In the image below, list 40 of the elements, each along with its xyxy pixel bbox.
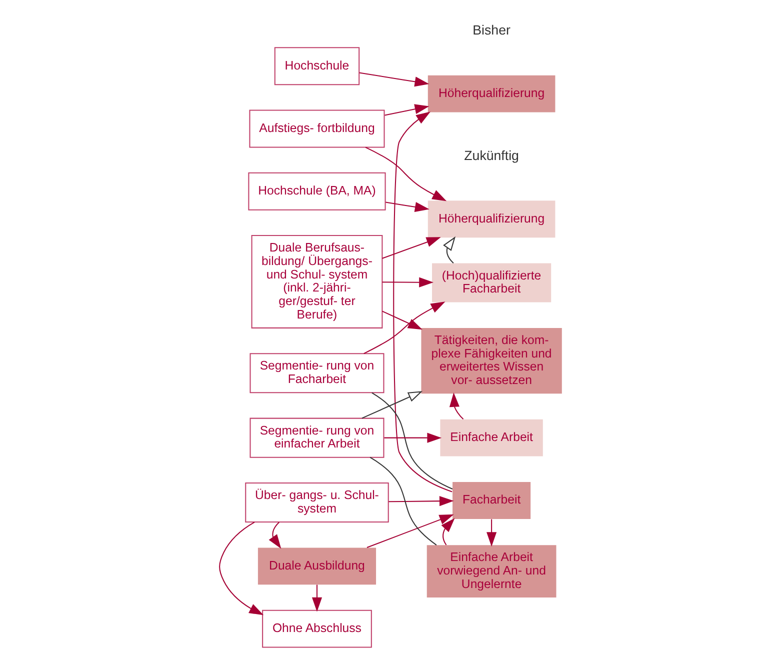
arrow (382, 310, 422, 330)
arrow (358, 72, 429, 87)
node-box: (Hoch)qualifizierte Facharbeit (432, 263, 551, 302)
node-box: Einfache Arbeit vorwiegend An- und Ungelernte (426, 545, 556, 598)
node-box: Segmentie- rung von einfacher Arbeit (249, 418, 384, 458)
node-box: Duale Berufsaus- bildung/ Übergangs- und Schul- system (inkl. 2-jähri- ger/gestuf- ter Berufe) (250, 235, 382, 328)
arrow (363, 302, 445, 354)
connector (369, 456, 436, 546)
node-box: Höherqualifizierung (427, 75, 555, 112)
node-box: Duale Ausbildung (257, 548, 376, 585)
arrow (392, 112, 452, 492)
arrow (382, 277, 433, 288)
arrow (388, 496, 454, 506)
arrow (366, 514, 454, 548)
node-box: Hochschule (274, 47, 360, 86)
node-box: Ohne Abschluss (262, 610, 372, 648)
node-box: Facharbeit (452, 482, 530, 519)
arrow (218, 522, 264, 616)
arrow (311, 584, 322, 612)
label: Bisher (472, 22, 510, 38)
arrow (364, 146, 446, 202)
arrow (440, 518, 454, 546)
arrow (442, 236, 456, 264)
node-box: Segmentie- rung von Facharbeit (249, 353, 384, 394)
arrow (384, 432, 442, 443)
arrow (382, 237, 440, 259)
node-box: Über- gangs- u. Schul- system (244, 482, 388, 523)
label: Zukünftig (464, 148, 518, 163)
node-box: Einfache Arbeit (440, 419, 542, 456)
arrow (448, 392, 464, 420)
node-box: Tätigkeiten, die kom- plexe Fähigkeiten und erweitertes Wissen vor- aussetzen (420, 328, 562, 394)
arrow (268, 522, 281, 549)
arrow (385, 202, 429, 212)
arrow (486, 519, 496, 547)
connector (371, 392, 452, 490)
arrow (384, 104, 429, 116)
node-box: Hochschule (BA, MA) (248, 172, 386, 210)
arrow (361, 391, 422, 419)
node-box: Höherqualifizierung (427, 200, 555, 238)
node-box: Aufstiegs- fortbildung (248, 110, 384, 148)
